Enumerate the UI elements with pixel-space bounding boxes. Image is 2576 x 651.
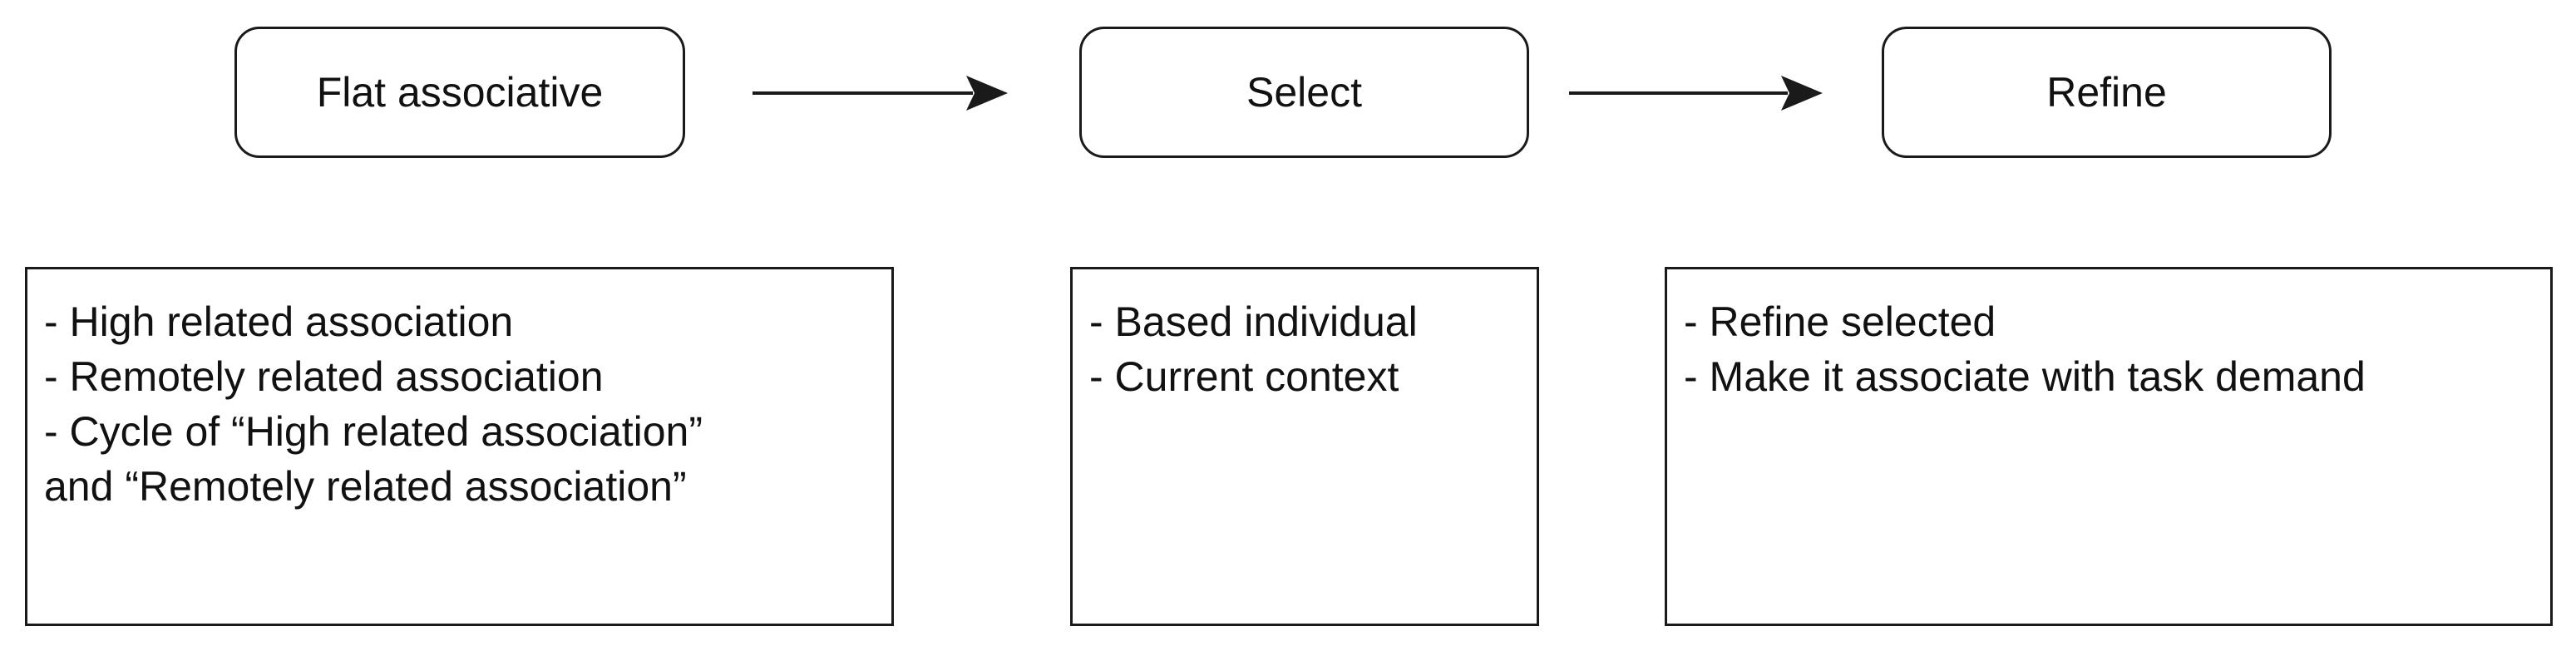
description-line: - Current context <box>1089 353 1399 400</box>
stage-select: Select <box>1079 27 1529 158</box>
description-line: - Make it associate with task demand <box>1684 353 2366 400</box>
arrow-flat-to-select <box>753 76 1008 111</box>
description-line: - Remotely related association <box>44 353 604 400</box>
stage-refine: Refine <box>1882 27 2332 158</box>
description-line: and “Remotely related association” <box>44 463 687 510</box>
description-select: - Based individual - Current context <box>1070 267 1539 626</box>
stage-label: Select <box>1246 69 1362 116</box>
description-line: - Cycle of “High related association” <box>44 408 703 455</box>
description-line: - High related association <box>44 298 514 345</box>
arrow-select-to-refine <box>1569 76 1823 111</box>
stage-label: Flat associative <box>316 69 604 116</box>
description-flat-associative: - High related association - Remotely re… <box>25 267 894 626</box>
stage-flat-associative: Flat associative <box>234 27 685 158</box>
stage-label: Refine <box>2046 69 2167 116</box>
description-refine: - Refine selected - Make it associate wi… <box>1665 267 2553 626</box>
description-line: - Based individual <box>1089 298 1418 345</box>
description-line: - Refine selected <box>1684 298 1996 345</box>
